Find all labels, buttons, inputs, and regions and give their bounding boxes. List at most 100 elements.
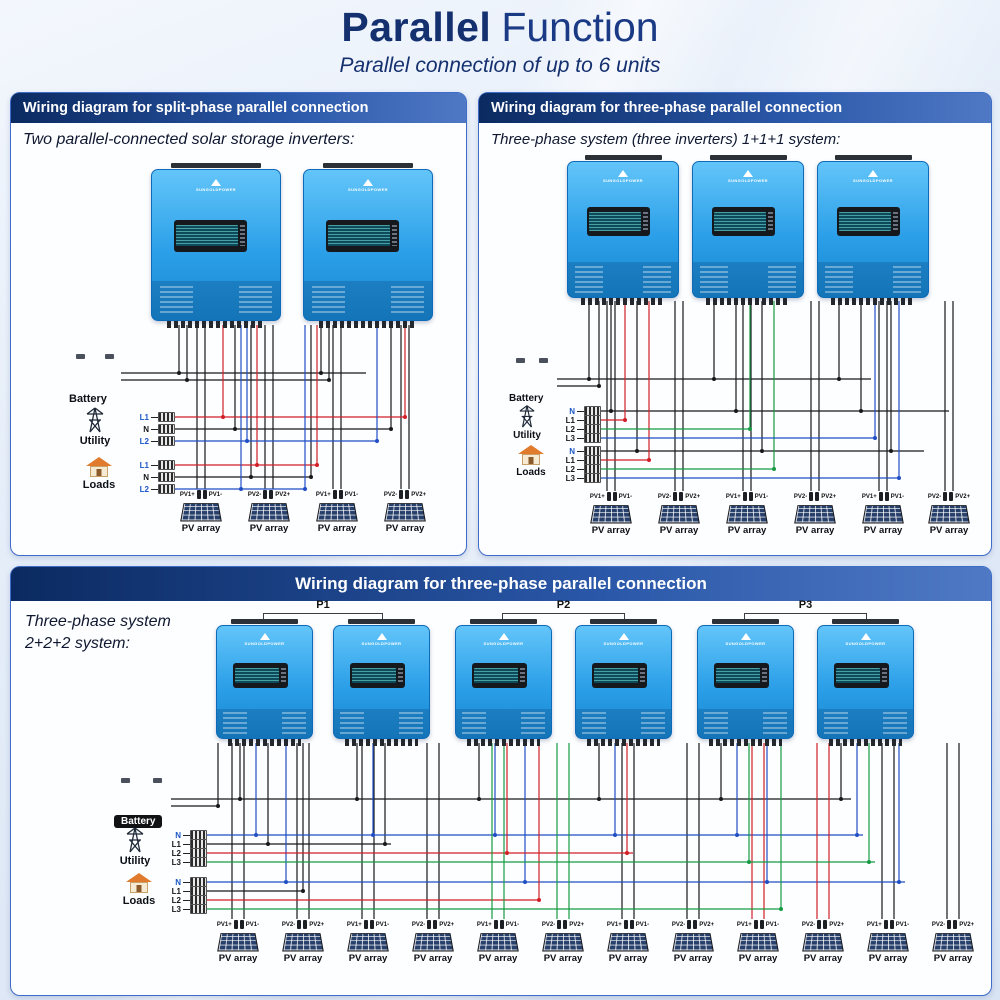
brand-text: SUNGOLDPOWER	[244, 640, 285, 646]
inverter-vents	[818, 261, 928, 297]
loads-label: Loads	[122, 895, 156, 907]
brand-text: SUNGOLDPOWER	[361, 640, 402, 646]
phase-label: N	[143, 424, 149, 434]
pv-terminal-label: PV2+	[959, 921, 975, 928]
pv-array-label: PV array	[803, 953, 843, 964]
phase-row: L1	[133, 412, 175, 422]
mc4-connector-icon	[809, 492, 814, 501]
solar-panel-icon	[862, 505, 904, 524]
pv-terminal-label: PV1-	[375, 921, 390, 928]
phase-label: N	[175, 877, 181, 887]
inverter-ports	[319, 321, 417, 328]
brand-logo-icon: SUNGOLDPOWER	[698, 632, 793, 646]
pv-terminal-label: PV1+	[606, 921, 622, 928]
wire-stub	[151, 476, 158, 478]
pv-array: PV2-PV2+ PV array	[921, 919, 985, 964]
solar-panel-icon	[672, 933, 714, 952]
battery-label: Battery	[114, 815, 163, 828]
brand-logo-icon: SUNGOLDPOWER	[217, 632, 312, 646]
brand-logo-icon: SUNGOLDPOWER	[334, 632, 429, 646]
phase-label: L1	[171, 886, 181, 896]
phase-label: L3	[565, 473, 575, 483]
inverter-ports	[345, 739, 418, 746]
brand-text: SUNGOLDPOWER	[603, 640, 644, 646]
breaker-icon	[584, 473, 601, 483]
inverter-ports	[831, 298, 915, 305]
inverter: SUNGOLDPOWER	[216, 619, 313, 746]
mc4-connector-icon	[889, 920, 894, 929]
page-subtitle: Parallel connection of up to 6 units	[339, 54, 661, 77]
mc4-connector-icon	[369, 920, 374, 929]
battery-label: Battery	[69, 393, 107, 405]
house-icon	[86, 457, 112, 477]
mounting-bracket-icon	[712, 619, 779, 624]
phase-row: L2	[133, 436, 175, 446]
wire-stub	[151, 440, 158, 442]
group-label: P2	[556, 599, 571, 611]
brand-logo-icon: SUNGOLDPOWER	[304, 179, 432, 192]
pv-terminal-label: PV1+	[179, 491, 195, 498]
inverter-ports	[581, 298, 665, 305]
pv-terminal-label: PV1+	[346, 921, 362, 928]
phase-label: N	[175, 830, 181, 840]
pv-terminal-label: PV2-	[927, 493, 942, 500]
wire-stub	[183, 861, 190, 863]
pv-array: PV2-PV2+ PV array	[647, 491, 711, 536]
phase-label: L2	[171, 848, 181, 858]
mounting-bracket-icon	[584, 155, 662, 160]
mounting-bracket-icon	[832, 619, 899, 624]
utility-pole-icon	[519, 405, 535, 428]
pv-terminal-label: PV1+	[476, 921, 492, 928]
inverter-vents	[576, 708, 671, 738]
inverter-ports	[228, 739, 301, 746]
mc4-connector-icon	[263, 490, 268, 499]
mc4-connector-icon	[557, 920, 562, 929]
mc4-connector-icon	[363, 920, 368, 929]
brand-logo-icon: SUNGOLDPOWER	[818, 170, 928, 183]
phase-row: N	[133, 472, 175, 482]
mc4-connector-icon	[427, 920, 432, 929]
breaker-icon	[190, 904, 207, 914]
mc4-connector-icon	[759, 920, 764, 929]
pv-terminal-label: PV1+	[725, 493, 741, 500]
mc4-connector-icon	[493, 920, 498, 929]
mc4-connector-icon	[817, 920, 822, 929]
inverter: SUNGOLDPOWER	[151, 163, 281, 328]
brand-text: SUNGOLDPOWER	[603, 178, 643, 184]
battery: Battery	[114, 778, 169, 828]
utility-label: Utility	[119, 855, 151, 867]
phase-label: L1	[139, 460, 149, 470]
mc4-connector-icon	[202, 490, 207, 499]
pv-terminal-label: PV1+	[315, 491, 331, 498]
pv-array-label: PV array	[929, 525, 969, 536]
pv-array-label: PV array	[795, 525, 835, 536]
pv-array: PV2-PV2+ PV array	[401, 919, 465, 964]
inverter-vents	[568, 261, 678, 297]
solar-panel-icon	[932, 933, 974, 952]
pv-array: PV2-PV2+ PV array	[271, 919, 335, 964]
phase-label: L2	[139, 436, 149, 446]
loads: Loads	[115, 873, 163, 907]
pv-terminal-label: PV2+	[821, 493, 837, 500]
inverter-vents	[334, 708, 429, 738]
solar-panel-icon	[802, 933, 844, 952]
inverter-display	[173, 219, 247, 252]
pv-terminal-label: PV2-	[657, 493, 672, 500]
pv-terminal-label: PV1-	[344, 491, 359, 498]
inverter-ports	[709, 739, 782, 746]
wire-stub	[577, 437, 584, 439]
pv-terminal-label: PV2+	[275, 491, 291, 498]
mc4-connector-icon	[693, 920, 698, 929]
mc4-connector-icon	[815, 492, 820, 501]
breaker-icon	[158, 424, 175, 434]
battery-label: Battery	[509, 393, 544, 404]
pv-array-label: PV array	[727, 525, 767, 536]
utility-label: Utility	[79, 435, 111, 447]
pv-array: PV2-PV2+ PV array	[531, 919, 595, 964]
pv-array-label: PV array	[385, 523, 425, 534]
phase-row: L1	[133, 460, 175, 470]
house-icon	[126, 873, 152, 893]
solar-panel-icon	[867, 933, 909, 952]
inverter-display	[592, 662, 648, 689]
